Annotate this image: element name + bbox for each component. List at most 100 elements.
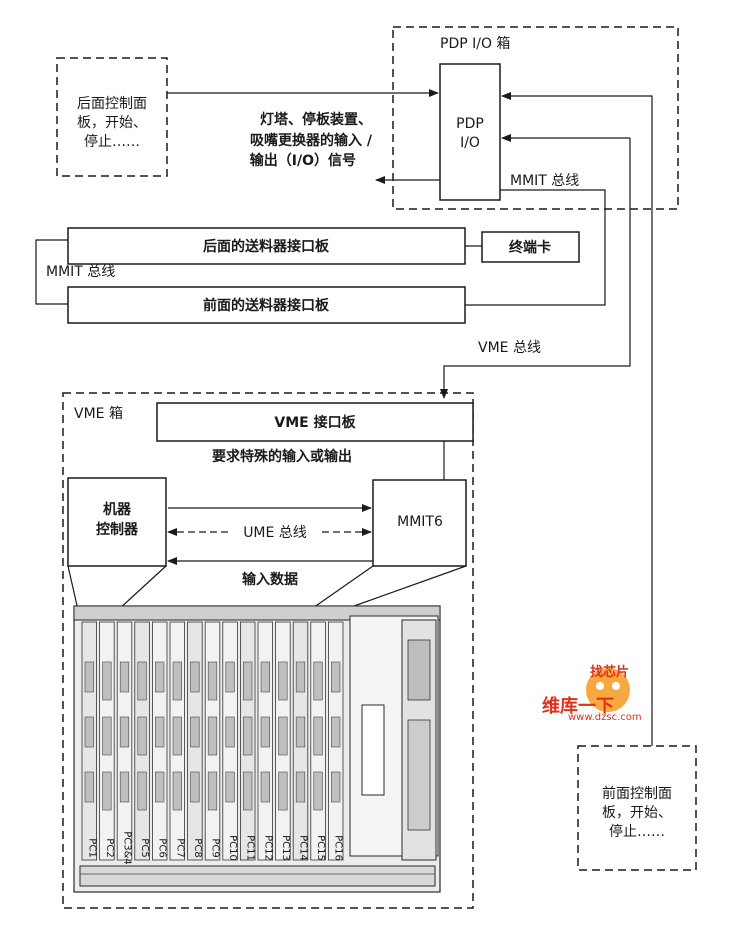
slot-label: PC14 — [298, 835, 309, 861]
card-connector — [155, 771, 165, 803]
card-connector — [84, 716, 94, 748]
card-connector — [260, 716, 270, 748]
watermark-brand: 维库一下 — [542, 695, 614, 717]
card-connector — [225, 661, 235, 693]
card-connector — [172, 661, 182, 701]
slot-label: PC11 — [245, 835, 256, 861]
pdp-io-unit — [439, 63, 501, 201]
card-connector — [137, 661, 147, 701]
slot-label: PC15 — [315, 835, 326, 861]
ume-bus-label: UME 总线 — [243, 525, 307, 541]
input-data-label: 输入数据 — [242, 571, 298, 588]
pdp-unit-label-1: PDP — [456, 116, 484, 132]
controller-callout-left — [67, 565, 79, 611]
vme-box — [62, 392, 474, 909]
front-feeder-interface-board — [67, 286, 466, 324]
card-connector — [260, 661, 270, 693]
pdp-unit-label-2: I/O — [460, 135, 480, 151]
front-panel-text-3: 停止…… — [609, 823, 665, 840]
watermark-logo: 找芯片 维库一下 www.dzsc.com — [542, 664, 642, 723]
front-panel-to-pdp-line-a — [501, 92, 653, 746]
card-connector — [190, 716, 200, 748]
slot-label: PC9 — [210, 838, 221, 857]
vme-box-title: VME 箱 — [74, 406, 123, 422]
special-io-label: 要求特殊的输入或输出 — [212, 448, 352, 465]
card-connector — [155, 716, 165, 748]
slot-label: PC12 — [262, 835, 273, 861]
card-connector — [295, 661, 306, 693]
rear-panel-text-1: 后面控制面 — [77, 96, 147, 112]
io-signals-text-3: 输出（I/O）信号 — [250, 152, 356, 169]
card-connector — [119, 661, 130, 693]
card-connector — [313, 661, 323, 701]
pdp-mmit-bus-label: MMIT 总线 — [510, 173, 579, 189]
card-connector — [119, 716, 130, 748]
card-connector — [278, 716, 288, 756]
card-slots — [81, 621, 344, 861]
io-signals-text-2: 吸嘴更换器的输入 / — [250, 132, 373, 149]
machine-controller-label-1: 机器 — [103, 501, 132, 518]
slot-label: PC6 — [157, 838, 168, 857]
rear-panel-text-3: 停止…… — [84, 133, 140, 150]
slot-label: PC5 — [139, 838, 150, 857]
slot-label: PC16 — [333, 835, 344, 861]
card-connector — [172, 716, 182, 756]
card-connector — [84, 771, 94, 803]
feeder-mmit-bus-label: MMIT 总线 — [46, 264, 115, 280]
io-signals-text-1: 灯塔、停板装置、 — [260, 111, 372, 128]
card-connector — [102, 716, 112, 756]
slot-label: PC13 — [280, 835, 291, 861]
mmit6-label: MMIT6 — [397, 514, 443, 530]
terminal-card — [481, 231, 580, 263]
card-connector — [207, 771, 218, 811]
controller-callout-right — [117, 565, 167, 611]
vme-interface-board-label: VME 接口板 — [274, 414, 356, 431]
front-panel-text-2: 板，开始、 — [602, 805, 672, 821]
slot-label: PC10 — [227, 835, 238, 861]
vme-bus-label: VME 总线 — [478, 340, 541, 356]
mmit6-callout-right — [342, 565, 467, 611]
slot-label: PC2 — [104, 838, 115, 857]
card-connector — [243, 771, 253, 811]
card-connector — [102, 661, 112, 701]
card-connector — [243, 716, 253, 756]
front-feeder-board-label: 前面的送料器接口板 — [203, 297, 330, 314]
card-connector — [260, 771, 270, 803]
card-connector — [190, 771, 200, 803]
card-connector — [313, 716, 323, 756]
mmit6-callout-left — [309, 565, 374, 611]
vme-interface-board — [156, 402, 474, 442]
mmit-bus-pdp-to-front-board — [465, 189, 606, 306]
rear-control-panel-box — [56, 57, 168, 177]
slot-label: PC1 — [86, 838, 97, 857]
card-connector — [225, 716, 235, 748]
slot-label: PC3&4 — [122, 831, 133, 865]
card-connector — [295, 771, 306, 803]
card-connector — [295, 716, 306, 748]
card-connector — [172, 771, 182, 811]
slot-label: PC7 — [174, 838, 185, 857]
card-connector — [119, 771, 130, 803]
card-connector — [278, 661, 288, 701]
card-connector — [207, 716, 218, 756]
card-connector — [243, 661, 253, 701]
mmit6-box — [372, 479, 467, 567]
rear-feeder-board-label: 后面的送料器接口板 — [203, 238, 330, 255]
card-connector — [207, 661, 218, 701]
machine-controller-label-2: 控制器 — [96, 521, 139, 538]
front-panel-text-1: 前面控制面 — [602, 785, 672, 802]
front-control-panel-box — [577, 745, 697, 871]
machine-controller-box — [67, 477, 167, 567]
card-connector — [137, 771, 147, 811]
vme-card-cage-photo — [73, 605, 441, 893]
card-connector — [278, 771, 288, 811]
watermark-url: www.dzsc.com — [568, 712, 642, 723]
vme-bus-to-pdp-line — [440, 138, 631, 399]
card-connector — [190, 661, 200, 693]
card-connector — [331, 661, 341, 693]
terminal-card-label: 终端卡 — [509, 239, 551, 256]
card-connector — [102, 771, 112, 811]
